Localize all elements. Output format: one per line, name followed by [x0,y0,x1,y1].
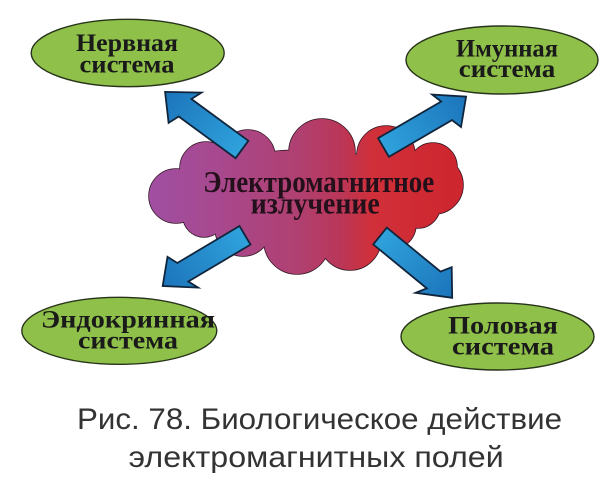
svg-text:система: система [459,56,556,83]
svg-text:система: система [452,334,555,361]
svg-text:излучение: излучение [251,186,380,221]
svg-text:Имунная: Имунная [456,36,558,63]
svg-text:электромагнитных полей: электромагнитных полей [129,441,504,474]
svg-text:система: система [80,51,176,78]
svg-text:Нервная: Нервная [76,30,178,57]
svg-text:Электромагнитное: Электромагнитное [203,164,434,199]
svg-text:Рис. 78. Биологическое действи: Рис. 78. Биологическое действие [77,403,562,436]
svg-text:Эндокринная: Эндокринная [41,307,215,334]
svg-text:система: система [78,327,179,354]
svg-text:Половая: Половая [448,313,558,340]
